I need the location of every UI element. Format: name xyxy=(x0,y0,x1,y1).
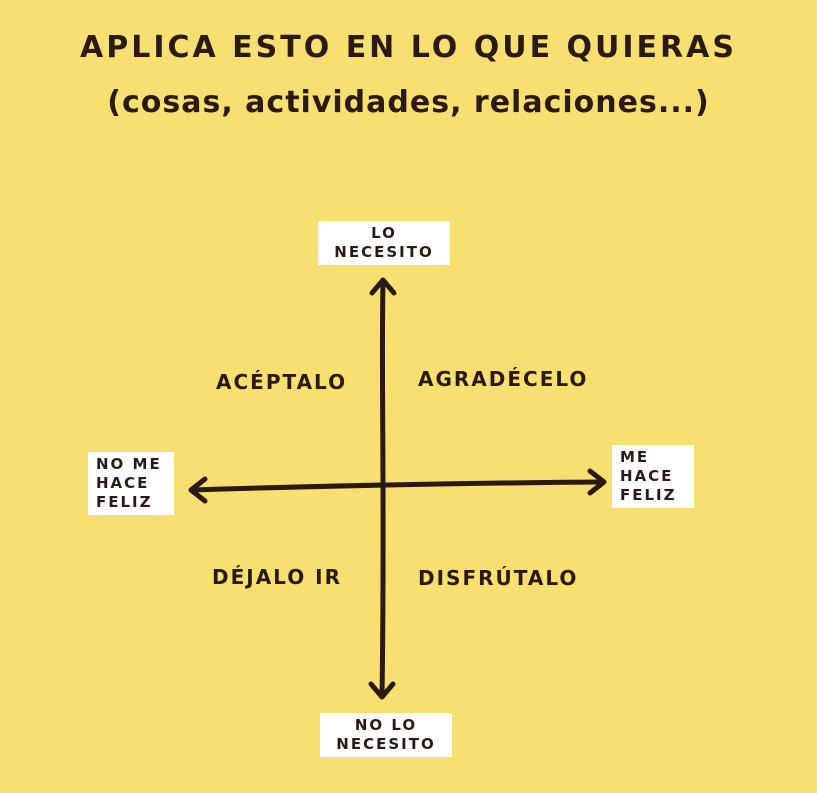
quadrant-top-right: AGRADÉCELO xyxy=(418,367,589,391)
axis-label-bottom-line-2: NECESITO xyxy=(336,735,436,753)
axis-label-left-line-2: HACE xyxy=(96,474,150,492)
quadrant-bottom-left: DÉJALO IR xyxy=(212,565,343,589)
arrow-left-icon xyxy=(188,476,208,504)
axis-label-top: LO NECESITO xyxy=(318,221,450,265)
arrow-right-icon xyxy=(587,468,607,496)
horizontal-axis xyxy=(189,479,605,493)
vertical-axis xyxy=(379,279,386,699)
arrow-up-icon xyxy=(369,277,397,296)
axis-label-right-line-3: FELIZ xyxy=(620,486,677,504)
diagram-subtitle: (cosas, actividades, relaciones...) xyxy=(107,85,710,120)
axis-label-right-line-1: ME xyxy=(620,448,650,466)
diagram-title: APLICA ESTO EN LO QUE QUIERAS xyxy=(80,30,737,65)
arrow-down-icon xyxy=(368,681,396,700)
quadrant-bottom-right: DISFRÚTALO xyxy=(418,566,579,590)
quadrant-top-left: ACÉPTALO xyxy=(216,370,348,394)
axis-label-right: ME HACE FELIZ xyxy=(612,445,694,508)
axis-label-bottom: NO LO NECESITO xyxy=(320,713,452,757)
axis-label-bottom-line-1: NO LO xyxy=(354,716,418,734)
axis-label-top-line-2: NECESITO xyxy=(334,243,434,261)
axis-label-left-line-1: NO ME xyxy=(96,455,162,473)
axis-label-right-line-2: HACE xyxy=(620,467,674,485)
axis-label-left: NO ME HACE FELIZ xyxy=(88,452,174,515)
axis-label-top-line-1: LO xyxy=(371,224,397,242)
axis-label-left-line-3: FELIZ xyxy=(96,493,153,511)
